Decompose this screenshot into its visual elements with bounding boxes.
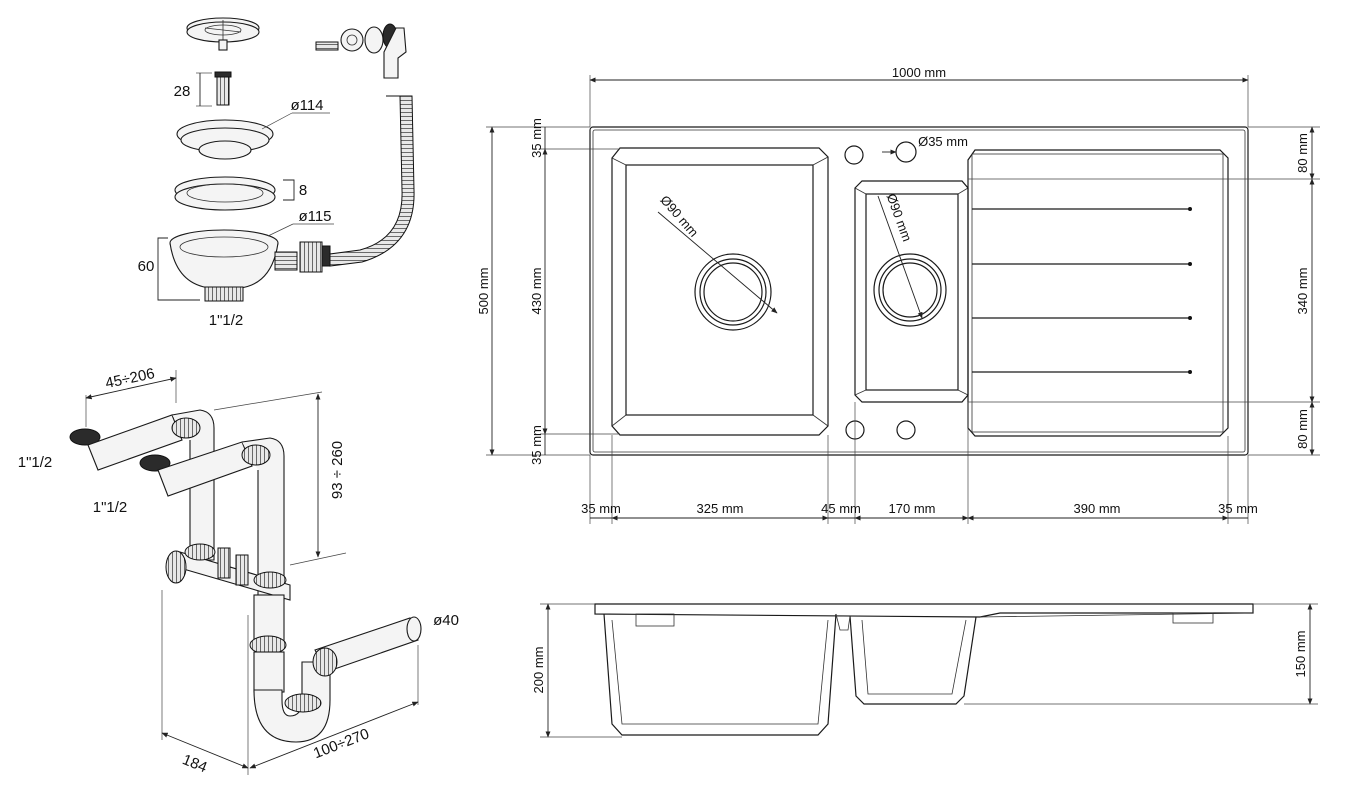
label-body-dia: ø115 xyxy=(298,208,331,225)
tap-hole-main xyxy=(895,141,917,163)
label-small-bowl-height: 150 mm xyxy=(1293,631,1308,678)
sink-outline-inner xyxy=(592,129,1246,453)
overflow-hose xyxy=(329,95,415,267)
plan-view: 1000 mm 500 mm 430 mm 35 mm 35 mm Ø35 mm… xyxy=(476,65,1320,524)
label-w-drainer: 390 mm xyxy=(1074,501,1121,516)
label-tap-hole: Ø35 mm xyxy=(918,134,968,149)
overflow-screw xyxy=(315,41,339,51)
tap-hole-4 xyxy=(896,420,916,440)
label-w-small-bowl: 170 mm xyxy=(889,501,936,516)
small-bowl-waste xyxy=(873,253,947,327)
label-w-large-bowl: 325 mm xyxy=(697,501,744,516)
label-gasket-thickness: 8 xyxy=(299,182,307,199)
label-margin-top: 35 mm xyxy=(529,118,544,158)
overflow-cover xyxy=(340,28,364,52)
large-bowl-waste xyxy=(694,253,772,331)
label-outlet-dia: ø40 xyxy=(433,612,459,629)
label-inlet-a: 1"1/2 xyxy=(18,454,53,471)
screw xyxy=(216,74,230,106)
label-w-divider: 45 mm xyxy=(821,501,861,516)
label-drainer-mid: 340 mm xyxy=(1295,268,1310,315)
label-overall-width: 1000 mm xyxy=(892,65,946,80)
label-w-right-margin: 35 mm xyxy=(1218,501,1258,516)
label-overall-depth: 500 mm xyxy=(476,268,491,315)
label-thread: 1"1/2 xyxy=(209,312,244,329)
drainer xyxy=(967,149,1229,437)
inlet-nut-2 xyxy=(139,454,171,472)
label-height-adj: 93 ÷ 260 xyxy=(329,441,346,499)
label-inlet-b: 1"1/2 xyxy=(93,499,128,516)
label-w-left-margin: 35 mm xyxy=(581,501,621,516)
sink-outline xyxy=(589,126,1249,456)
label-screw-length: 28 xyxy=(174,83,191,100)
label-bowl-depth: 430 mm xyxy=(529,268,544,315)
inlet-nut-1 xyxy=(69,428,101,446)
strainer-kit: 28 ø114 8 ø115 60 1"1/2 xyxy=(138,17,415,329)
label-waste-large: Ø90 mm xyxy=(657,192,701,239)
label-drainer-bottom: 80 mm xyxy=(1295,409,1310,449)
label-basket-dia: ø114 xyxy=(290,97,323,114)
label-margin-bottom: 35 mm xyxy=(529,425,544,465)
siphon-kit: 45÷206 1"1/2 1"1/2 93 ÷ 260 ø40 184 100÷… xyxy=(18,365,459,776)
tap-hole-1 xyxy=(844,145,864,165)
large-bowl xyxy=(611,147,829,436)
small-bowl xyxy=(854,180,969,403)
side-view: 200 mm 150 mm xyxy=(531,603,1318,738)
label-drainer-top: 80 mm xyxy=(1295,133,1310,173)
label-waste-small: Ø90 mm xyxy=(884,191,915,243)
label-bowl-height: 200 mm xyxy=(531,647,546,694)
label-depth: 184 xyxy=(180,751,210,776)
label-body-height: 60 xyxy=(138,258,155,275)
